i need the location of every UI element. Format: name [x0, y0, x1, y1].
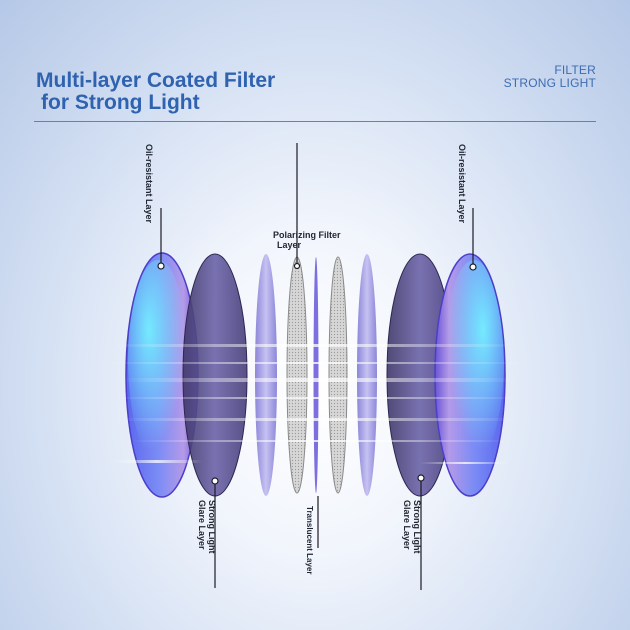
- disc-violet-left: [255, 254, 277, 496]
- lens-oil-resistant-left: [125, 252, 199, 498]
- light-beams: [105, 344, 525, 464]
- disc-translucent: [313, 257, 319, 493]
- title-line-2: for Strong Light: [41, 91, 200, 114]
- label-glare-right-line-1: Strong Light: [412, 500, 422, 554]
- leader-lines: [157, 143, 477, 590]
- label-polarizing-line-2: Layer: [277, 240, 302, 250]
- label-translucent: Translucent Layer: [305, 506, 314, 575]
- disc-violet-right: [357, 254, 377, 496]
- disc-polarizing-filter: [286, 256, 308, 494]
- brand-tagline: FILTER STRONG LIGHT: [504, 64, 596, 90]
- page-title: Multi-layer Coated Filter for Strong Lig…: [36, 70, 275, 114]
- label-glare-left-line-1: Strong Light: [207, 500, 217, 554]
- lens-oil-resistant-right: [434, 253, 506, 497]
- label-glare-left-line-2: Glare Layer: [197, 500, 207, 550]
- label-polarizing-filter: Polarizing Filter Layer: [273, 230, 341, 250]
- disc-mesh-right: [328, 256, 348, 494]
- brand-line-1: FILTER: [554, 63, 596, 77]
- label-glare-left: Strong Light Glare Layer: [197, 500, 217, 554]
- header-divider: [34, 121, 596, 122]
- title-line-1: Multi-layer Coated Filter: [36, 69, 276, 92]
- label-oil-resistant-left: Oil-resistant Layer: [144, 144, 154, 224]
- label-glare-right-line-2: Glare Layer: [402, 500, 412, 550]
- brand-line-2: STRONG LIGHT: [503, 76, 596, 90]
- label-glare-right: Strong Light Glare Layer: [402, 500, 422, 554]
- label-oil-resistant-right: Oil-resistant Layer: [457, 144, 467, 224]
- label-polarizing-line-1: Polarizing Filter: [273, 230, 341, 240]
- lens-glare-left: [182, 253, 248, 497]
